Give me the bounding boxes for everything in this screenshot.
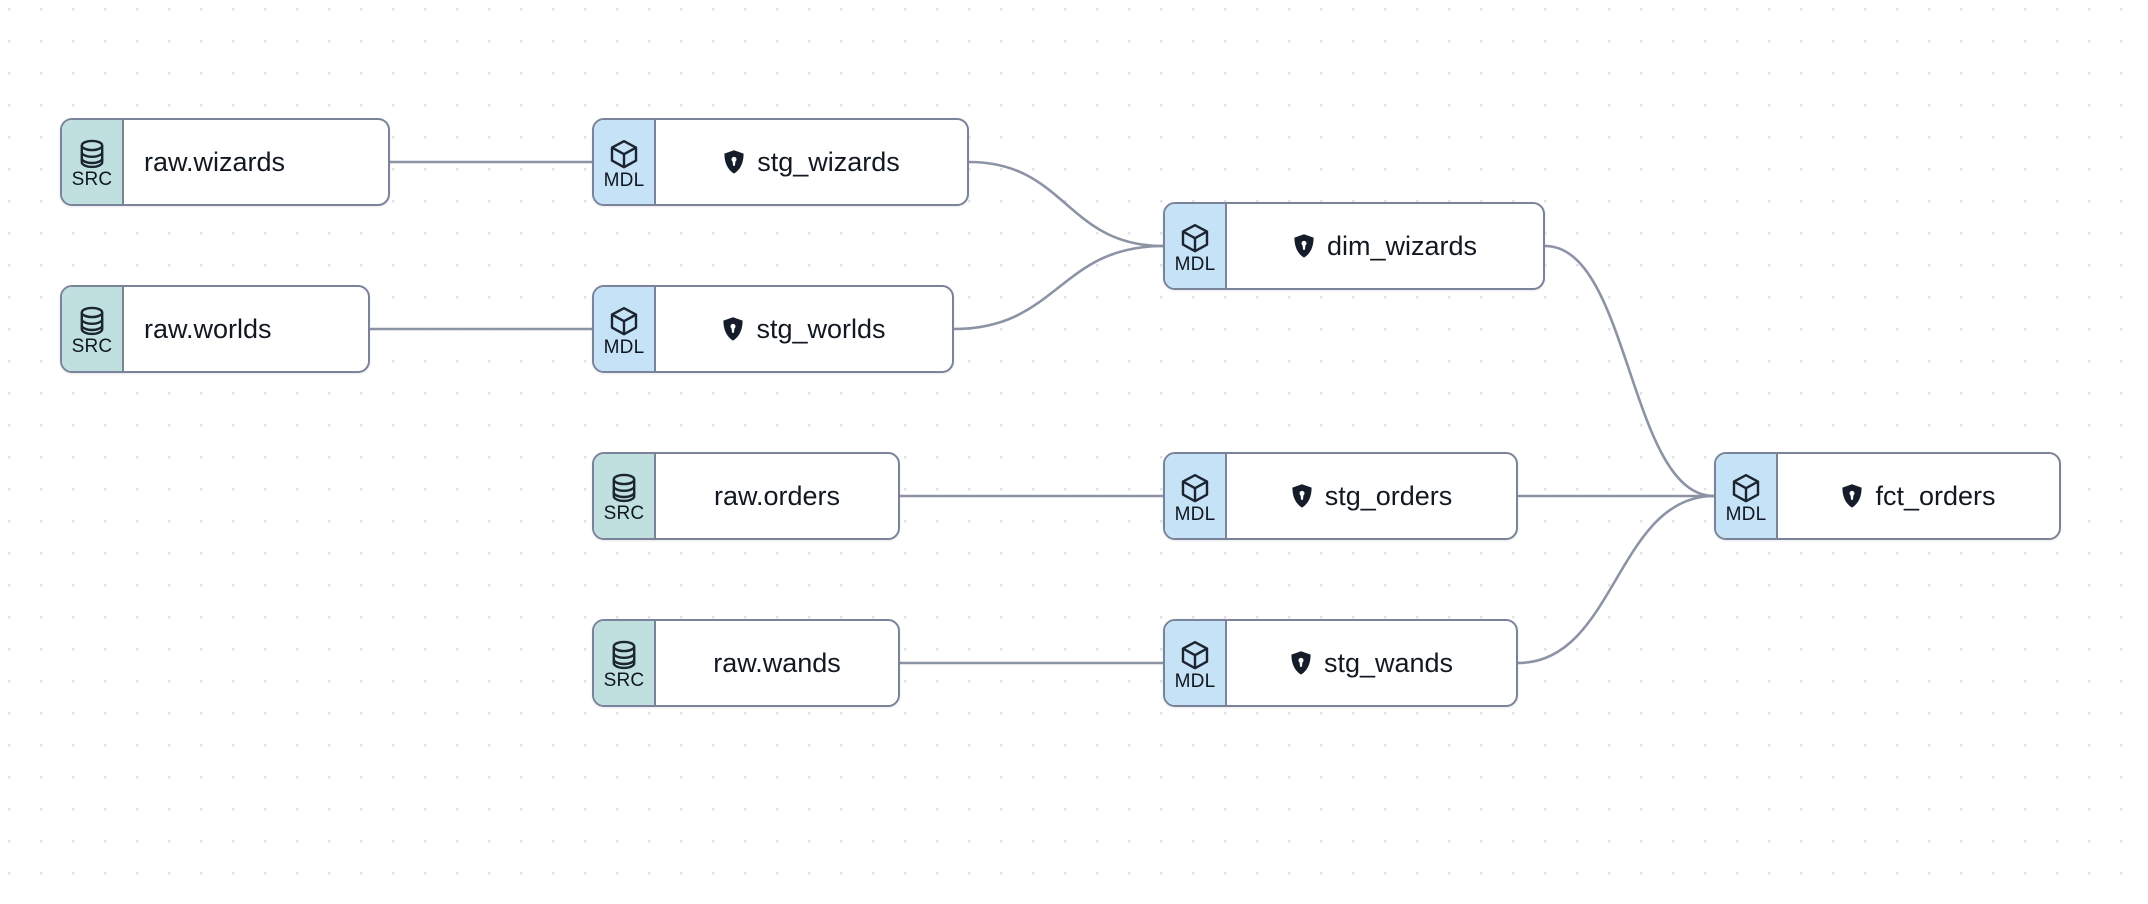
node-badge-label: MDL (1174, 503, 1216, 525)
edge-stg-wands-to-fct-orders (1516, 494, 1716, 665)
node-badge-label: SRC (603, 503, 645, 524)
cube-icon (1180, 473, 1210, 504)
database-icon (611, 473, 637, 503)
node-label: stg_worlds (756, 313, 886, 344)
node-label: raw.worlds (144, 313, 272, 344)
node-body: stg_wizards (656, 120, 967, 204)
node-dim-wizards[interactable]: MDL dim_wizards (1163, 202, 1545, 290)
node-label: raw.wands (713, 647, 841, 678)
node-body: fct_orders (1778, 454, 2059, 538)
node-label: raw.orders (713, 480, 841, 511)
node-fct-orders[interactable]: MDL fct_orders (1714, 452, 2061, 540)
shield-lock-icon (722, 316, 744, 342)
node-badge-label: SRC (71, 336, 113, 357)
node-badge-mdl: MDL (594, 120, 656, 204)
node-badge-src: SRC (62, 287, 124, 371)
node-label: stg_wands (1323, 647, 1454, 678)
node-badge-label: SRC (603, 670, 645, 691)
database-icon (79, 306, 105, 336)
node-badge-label: MDL (603, 169, 645, 191)
node-label: stg_orders (1324, 480, 1453, 511)
node-raw-wizards[interactable]: SRC raw.wizards (60, 118, 390, 206)
edge-dim-wizards-to-fct-orders (1543, 244, 1716, 498)
node-body: stg_orders (1227, 454, 1516, 538)
node-stg-worlds[interactable]: MDL stg_worlds (592, 285, 954, 373)
node-badge-mdl: MDL (1165, 621, 1227, 705)
node-stg-wands[interactable]: MDL stg_wands (1163, 619, 1518, 707)
node-badge-label: MDL (1174, 670, 1216, 692)
cube-icon (1180, 223, 1210, 254)
node-badge-mdl: MDL (1165, 204, 1227, 288)
shield-lock-icon (1293, 233, 1315, 259)
cube-icon (1180, 640, 1210, 671)
node-stg-wizards[interactable]: MDL stg_wizards (592, 118, 969, 206)
database-icon (79, 139, 105, 169)
node-raw-worlds[interactable]: SRC raw.worlds (60, 285, 370, 373)
node-body: stg_worlds (656, 287, 952, 371)
node-body: raw.worlds (124, 287, 368, 371)
shield-lock-icon (723, 149, 745, 175)
edge-stg-worlds-to-dim-wizards (952, 244, 1165, 331)
node-label: raw.wizards (144, 146, 286, 177)
database-icon (611, 640, 637, 670)
node-raw-orders[interactable]: SRC raw.orders (592, 452, 900, 540)
shield-lock-icon (1290, 650, 1312, 676)
edge-stg-wizards-to-dim-wizards (967, 160, 1165, 248)
node-badge-label: SRC (71, 169, 113, 190)
node-badge-mdl: MDL (1716, 454, 1778, 538)
node-body: dim_wizards (1227, 204, 1543, 288)
cube-icon (1731, 473, 1761, 504)
node-body: raw.wizards (124, 120, 388, 204)
shield-lock-icon (1291, 483, 1313, 509)
node-badge-src: SRC (594, 621, 656, 705)
cube-icon (609, 306, 639, 337)
node-badge-label: MDL (1725, 503, 1767, 525)
node-body: raw.orders (656, 454, 898, 538)
node-body: stg_wands (1227, 621, 1516, 705)
shield-lock-icon (1841, 483, 1863, 509)
node-raw-wands[interactable]: SRC raw.wands (592, 619, 900, 707)
cube-icon (609, 139, 639, 170)
node-badge-label: MDL (603, 336, 645, 358)
node-body: raw.wands (656, 621, 898, 705)
node-badge-src: SRC (594, 454, 656, 538)
node-badge-label: MDL (1174, 253, 1216, 275)
node-label: stg_wizards (757, 146, 900, 177)
node-badge-src: SRC (62, 120, 124, 204)
node-badge-mdl: MDL (1165, 454, 1227, 538)
node-label: fct_orders (1875, 480, 1996, 511)
node-stg-orders[interactable]: MDL stg_orders (1163, 452, 1518, 540)
node-badge-mdl: MDL (594, 287, 656, 371)
node-label: dim_wizards (1326, 230, 1478, 261)
